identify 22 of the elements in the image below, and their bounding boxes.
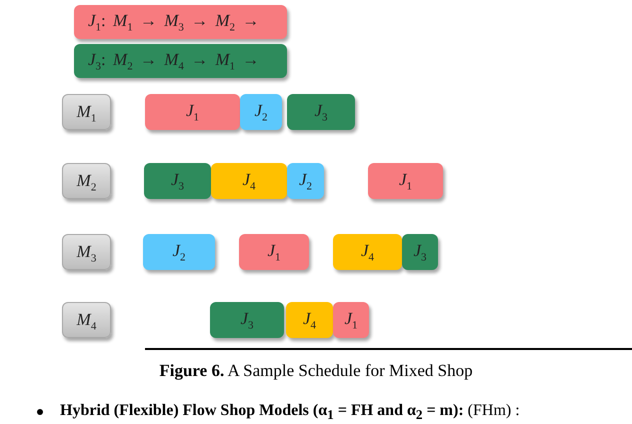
job-block: J$_{1}$ (368, 163, 443, 199)
job-block: J$_{3}$ (210, 302, 284, 338)
job-block: J$_{1}$ (239, 234, 309, 270)
body-text: Hybrid (Flexible) Flow Shop Models (α$_{1}$ = FH and α$_{2}$ = m): (FHm) : (60, 402, 520, 424)
job-block: J$_{4}$ (333, 234, 402, 270)
job-block: J$_{2}$ (240, 94, 282, 130)
figure-caption: Figure 6. A Sample Schedule for Mixed Shop (159, 361, 473, 380)
route-box: J$_{1}$: M$_{1}$ → M$_{3}$ → M$_{2}$ → (74, 5, 287, 39)
machine-box: M$_{4}$ (62, 302, 111, 338)
job-block: J$_{3}$ (144, 163, 211, 199)
machine-box: M$_{1}$ (62, 94, 111, 130)
machine-box: M$_{2}$ (62, 163, 111, 199)
job-block: J$_{2}$ (143, 234, 215, 270)
job-block: J$_{3}$ (287, 94, 355, 130)
job-block: J$_{2}$ (287, 163, 324, 199)
job-block: J$_{1}$ (333, 302, 369, 338)
job-block: J$_{4}$ (211, 163, 287, 199)
job-block: J$_{4}$ (286, 302, 333, 338)
machine-box: M$_{3}$ (62, 234, 111, 270)
job-block: J$_{1}$ (145, 94, 240, 130)
job-block: J$_{3}$ (402, 234, 438, 270)
route-box: J$_{3}$: M$_{2}$ → M$_{4}$ → M$_{1}$ → (74, 44, 287, 78)
